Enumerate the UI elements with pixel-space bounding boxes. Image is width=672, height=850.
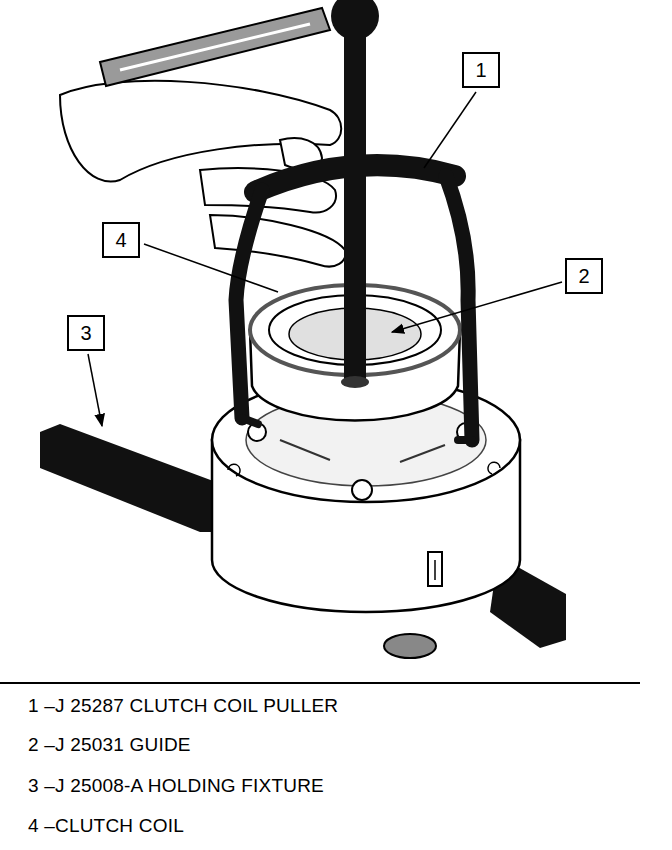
wrench: [100, 0, 379, 86]
callout-box: 2: [565, 258, 603, 294]
callout-box: 4: [102, 222, 140, 258]
callout-number: 4: [115, 230, 126, 250]
legend-line: 4 –CLUTCH COIL: [28, 815, 184, 837]
callout-box: 3: [67, 315, 105, 351]
legend-line: 2 –J 25031 GUIDE: [28, 734, 191, 756]
callout-box: 1: [462, 52, 500, 88]
leader-lines: [88, 92, 562, 426]
rule-line: [0, 682, 640, 684]
puller-screw: [341, 0, 369, 388]
legend-line: 1 –J 25287 CLUTCH COIL PULLER: [28, 695, 338, 717]
legend-line: 3 –J 25008-A HOLDING FIXTURE: [28, 775, 324, 797]
callout-number: 3: [80, 323, 91, 343]
callout-number: 1: [475, 60, 486, 80]
callout-number: 2: [578, 266, 589, 286]
